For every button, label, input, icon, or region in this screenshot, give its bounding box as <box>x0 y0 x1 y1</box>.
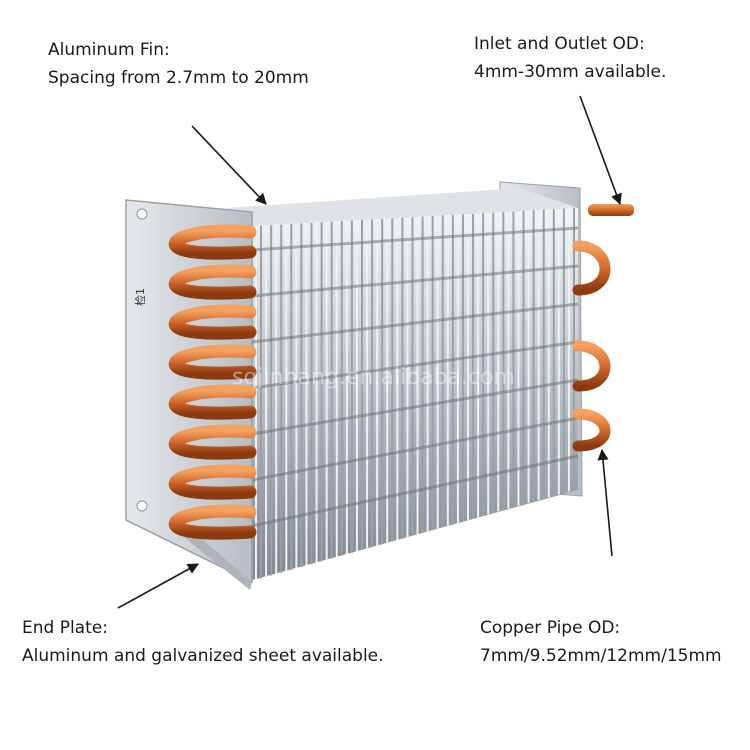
fin-annotation: Aluminum Fin: Spacing from 2.7mm to 20mm <box>48 36 309 92</box>
mounting-hole-top <box>136 208 148 220</box>
copper-pipe-arrow <box>597 448 613 557</box>
tube-row <box>251 226 579 252</box>
tube-row <box>251 264 579 298</box>
fin-annotation-detail: Spacing from 2.7mm to 20mm <box>48 68 309 88</box>
end-plate-annotation-title: End Plate: <box>22 618 108 638</box>
inlet-annotation: Inlet and Outlet OD: 4mm-30mm available. <box>474 30 666 86</box>
tube-row <box>251 416 579 482</box>
right-copper-u-bends <box>572 240 611 452</box>
copper-u-bend <box>572 340 611 392</box>
copper-u-bend <box>168 424 257 460</box>
inlet-annotation-detail: 4mm-30mm available. <box>474 62 667 82</box>
copper-pipe-annotation-detail: 7mm/9.52mm/12mm/15mm <box>480 646 722 666</box>
copper-pipe-annotation-title: Copper Pipe OD: <box>480 618 621 638</box>
copper-u-bend <box>168 464 257 500</box>
inlet-annotation-title: Inlet and Outlet OD: <box>474 34 645 54</box>
tube-row <box>251 378 579 436</box>
copper-u-bend <box>572 408 611 452</box>
end-plate-annotation: End Plate: Aluminum and galvanized sheet… <box>22 614 384 670</box>
end-plate-annotation-detail: Aluminum and galvanized sheet available. <box>22 646 384 666</box>
copper-u-bend <box>168 504 257 540</box>
tube-row <box>251 340 579 390</box>
aluminum-fin-block <box>226 188 579 580</box>
mounting-hole-bottom <box>136 500 148 512</box>
copper-u-bend <box>168 264 257 300</box>
end-plate-arrow <box>117 563 199 609</box>
inlet-arrow <box>579 95 622 206</box>
fin-annotation-title: Aluminum Fin: <box>48 40 170 60</box>
copper-u-bend <box>168 344 257 380</box>
fin-top-face <box>226 188 578 226</box>
plate-marking: 检1 <box>133 288 147 306</box>
copper-u-bend <box>168 384 257 420</box>
copper-u-bend <box>168 304 257 340</box>
watermark: sqjinhang.en.alibaba.com <box>232 365 515 390</box>
tube-row <box>251 454 579 528</box>
fin-front-face <box>252 208 578 580</box>
copper-u-bend <box>168 224 257 260</box>
copper-pipe-annotation: Copper Pipe OD: 7mm/9.52mm/12mm/15mm <box>480 614 722 670</box>
tube-row <box>251 302 579 344</box>
fin-arrow <box>191 125 267 205</box>
inlet-outlet-pipe <box>588 204 634 216</box>
copper-u-bend <box>572 240 611 296</box>
left-copper-u-bends <box>168 224 257 540</box>
